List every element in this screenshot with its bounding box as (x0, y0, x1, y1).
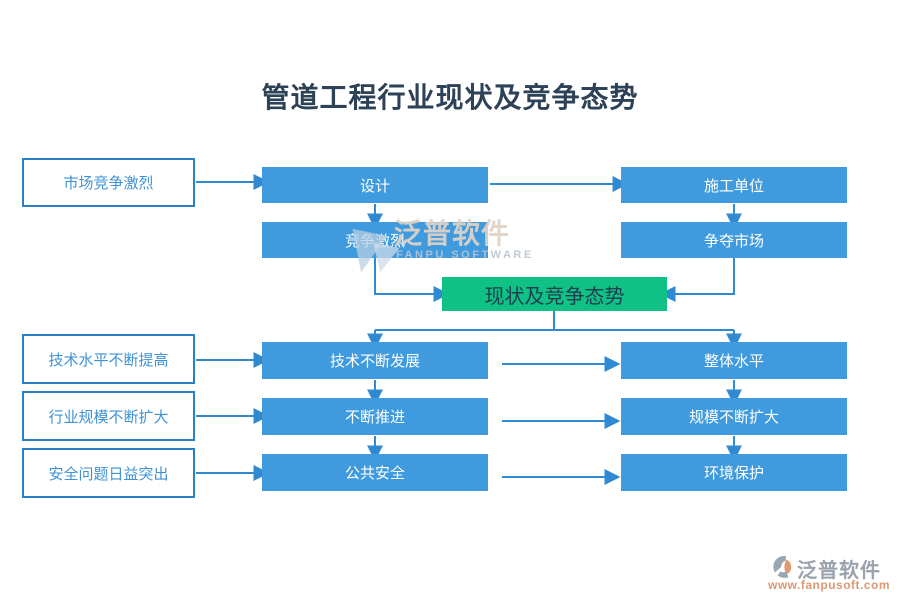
node-status-and-competition: 现状及竞争态势 (442, 277, 667, 311)
node-competition-fierce: 竞争激烈 (262, 222, 488, 258)
node-tech-developing: 技术不断发展 (262, 342, 488, 379)
fanpu-logo-icon (773, 555, 792, 578)
node-construction-unit: 施工单位 (621, 167, 847, 203)
arrow-seize-to-center (659, 258, 735, 302)
node-public-safety: 公共安全 (262, 454, 488, 491)
footer-url-text: www.fanpusoft.com (768, 578, 891, 592)
arrow-compete-to-center (374, 258, 450, 302)
footer-logo: 泛普软件 www.fanpusoft.com (752, 551, 900, 595)
footer-brand-text: 泛普软件 (797, 560, 881, 582)
node-environment-protection: 环境保护 (621, 454, 847, 491)
node-industry-scale-expanding: 行业规模不断扩大 (22, 391, 195, 441)
node-design: 设计 (262, 167, 488, 203)
node-tech-level-rising: 技术水平不断提高 (22, 334, 195, 384)
node-market-competition-fierce: 市场竞争激烈 (22, 158, 195, 207)
node-overall-level: 整体水平 (621, 342, 847, 379)
page-title: 管道工程行业现状及竞争态势 (261, 83, 639, 114)
node-scale-expanding: 规模不断扩大 (621, 398, 847, 435)
node-seize-market: 争夺市场 (621, 222, 847, 258)
node-safety-issues-prominent: 安全问题日益突出 (22, 448, 195, 498)
node-continuous-advancing: 不断推进 (262, 398, 488, 435)
